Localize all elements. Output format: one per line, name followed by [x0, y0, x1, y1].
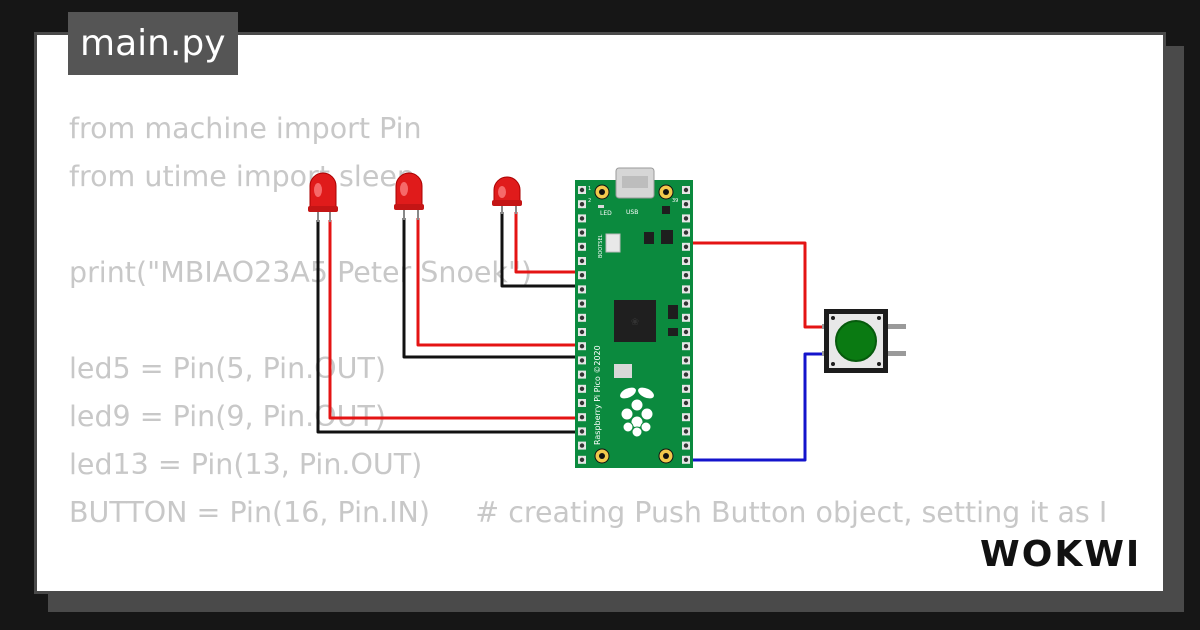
- header-pin-hole: [683, 443, 689, 448]
- header-pin-hole: [683, 344, 689, 349]
- led-9[interactable]: [394, 172, 424, 220]
- header-pin-hole: [579, 344, 585, 349]
- header-pin-hole: [683, 400, 689, 406]
- header-pin-hole: [579, 244, 585, 249]
- board-name: Raspberry Pi Pico ©2020: [593, 345, 602, 445]
- header-pin-hole: [579, 216, 585, 221]
- wire-led9-signal[interactable]: [416, 218, 586, 347]
- header-pin-hole: [579, 273, 585, 278]
- wire-button-power[interactable]: [684, 241, 830, 329]
- header-pin-hole: [683, 415, 689, 420]
- file-tab-main-py[interactable]: main.py: [68, 12, 238, 75]
- header-pin-hole: [683, 386, 689, 391]
- code-editor[interactable]: from machine import Pin from utime impor…: [69, 105, 1108, 591]
- header-pin-hole: [683, 187, 689, 193]
- header-pin-hole: [683, 230, 689, 235]
- usb-label: USB: [626, 209, 638, 216]
- code-line-6: led5 = Pin(5, Pin.OUT): [69, 352, 387, 385]
- led-5[interactable]: [492, 176, 522, 214]
- rp2040-chip: [614, 300, 656, 342]
- raspberry-pi-pico-board[interactable]: LED USB 1 2 39 BOOTSEL ❀ Raspberry Pi Pi…: [575, 167, 693, 468]
- header-pin-hole: [683, 287, 689, 292]
- code-line-8: led13 = Pin(13, Pin.OUT): [69, 448, 423, 481]
- header-pin-hole: [683, 244, 689, 249]
- header-pin-hole: [579, 187, 585, 193]
- left-header-pins: [578, 186, 586, 464]
- header-pin-hole: [579, 443, 585, 448]
- push-button[interactable]: [822, 309, 906, 373]
- header-pin-hole: [579, 358, 585, 363]
- wokwi-logo: WOKWI: [980, 534, 1141, 575]
- header-pin-hole: [683, 258, 689, 264]
- header-pin-hole: [683, 216, 689, 221]
- pin-39-label: 39: [672, 198, 678, 204]
- code-line-4: print("MBIAO23A5 Peter Snoek"): [69, 256, 533, 289]
- header-pin-hole: [579, 230, 585, 235]
- chip-logo-icon: ❀: [631, 317, 639, 328]
- onboard-led: [598, 205, 604, 208]
- code-line-2: from utime import sleep: [69, 160, 415, 193]
- led-13[interactable]: [308, 172, 338, 222]
- wire-led13-ground[interactable]: [316, 220, 586, 434]
- header-pin-hole: [579, 429, 585, 434]
- header-pin-hole: [579, 372, 585, 377]
- raspberry-logo-icon: [619, 386, 655, 438]
- button-cap[interactable]: [835, 320, 877, 362]
- header-pin-hole: [579, 415, 585, 420]
- header-pin-hole: [579, 202, 585, 207]
- header-pin-hole: [579, 301, 585, 306]
- bootsel-button[interactable]: [605, 233, 621, 253]
- header-pin-hole: [579, 315, 585, 320]
- pin-1-label: 1: [588, 186, 591, 192]
- wire-led5-signal[interactable]: [514, 212, 586, 274]
- bootsel-label: BOOTSEL: [598, 234, 604, 258]
- wire-led5-ground[interactable]: [500, 212, 586, 288]
- wire-button-input[interactable]: [684, 352, 830, 462]
- header-pin-hole: [579, 258, 585, 264]
- pin-2-label: 2: [588, 198, 591, 204]
- code-line-1: from machine import Pin: [69, 112, 422, 145]
- right-header-pins: [682, 186, 690, 464]
- header-pin-hole: [579, 400, 585, 406]
- header-pin-hole: [683, 457, 689, 462]
- wires: [316, 212, 830, 462]
- code-line-9: BUTTON = Pin(16, Pin.IN) # creating Push…: [69, 496, 1108, 529]
- header-pin-hole: [683, 315, 689, 320]
- led-label: LED: [600, 210, 612, 217]
- wire-led9-ground[interactable]: [402, 218, 586, 359]
- header-pin-hole: [683, 429, 689, 434]
- wire-led13-signal[interactable]: [328, 220, 586, 420]
- header-pin-hole: [683, 202, 689, 207]
- header-pin-hole: [579, 329, 585, 335]
- header-pin-hole: [683, 329, 689, 335]
- header-pin-hole: [683, 372, 689, 377]
- wokwi-logo-text: WOKWI: [980, 534, 1141, 575]
- header-pin-hole: [579, 386, 585, 391]
- header-pin-hole: [683, 273, 689, 278]
- header-pin-hole: [579, 287, 585, 292]
- header-pin-hole: [683, 301, 689, 306]
- header-pin-hole: [683, 358, 689, 363]
- header-pin-hole: [579, 457, 585, 462]
